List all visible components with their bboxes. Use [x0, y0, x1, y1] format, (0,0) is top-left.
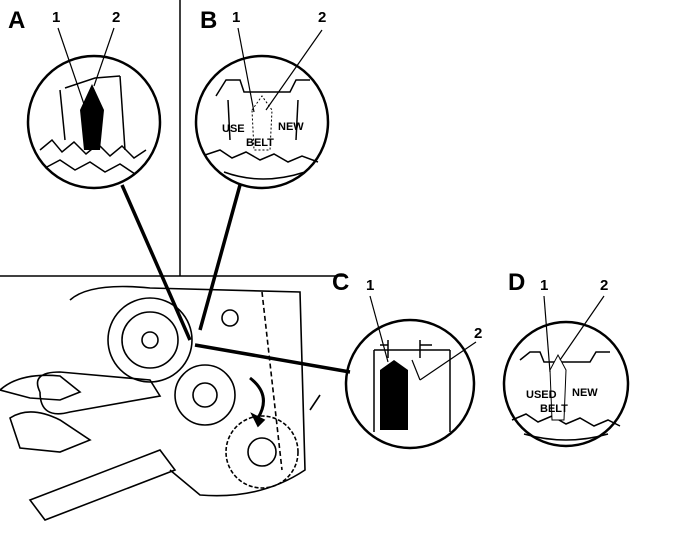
panel-b-text-belt: BELT	[246, 137, 274, 149]
upper-pulley-inner	[121, 311, 179, 369]
panel-b-label: B	[200, 7, 217, 34]
hand-lower	[9, 411, 92, 453]
panel-dividers	[0, 0, 345, 277]
panel-d-callout-1: 1	[540, 277, 548, 294]
panel-d-magnifier-circle	[502, 320, 630, 448]
panel-d-leader-1	[543, 295, 551, 373]
panel-c-pointer-mark	[380, 360, 408, 430]
panel-b-text-used: USE	[222, 123, 245, 135]
panel-d-callout-2: 2	[600, 277, 608, 294]
panel-d-pointer-mark	[549, 353, 567, 421]
panel-b-connector-line	[198, 184, 242, 331]
panel-c-magnifier-circle	[344, 318, 476, 450]
panel-a-pointer-mark	[80, 84, 104, 150]
panel-d-belt-detail	[511, 351, 621, 441]
panel-a-leader-2	[93, 27, 115, 87]
panel-c-leader-1	[369, 295, 389, 363]
panel-a-callout-1: 1	[52, 9, 60, 26]
panel-c-leader-2	[419, 341, 477, 381]
panel-b-callout-1: 1	[232, 9, 240, 26]
bolt-head	[221, 309, 239, 327]
tensioner-pulley	[174, 364, 236, 426]
hand-upper	[0, 374, 82, 401]
upper-pulley	[107, 297, 193, 383]
panel-c-connector-line	[194, 343, 351, 374]
panel-b: B 1 2 USE NEW BELT	[194, 7, 330, 331]
panel-d-label: D	[508, 269, 525, 296]
panel-a-label: A	[8, 7, 25, 34]
panel-d: D 1 2 USED NEW BELT	[502, 269, 630, 448]
panel-d-text-used: USED	[526, 389, 557, 401]
engine-block-outline	[69, 285, 306, 497]
tensioner-hub	[192, 382, 218, 408]
crank-sprocket	[225, 415, 299, 489]
panel-a-connector-line	[120, 184, 192, 341]
belt-edge-mark	[309, 394, 321, 411]
rotation-arrow	[249, 376, 265, 419]
engine-pulley-illustration	[0, 285, 321, 521]
panel-d-leader-2	[559, 295, 605, 361]
panel-b-callout-2: 2	[318, 9, 326, 26]
panel-d-text-belt: BELT	[540, 403, 568, 415]
panel-a: A 1 2	[8, 7, 192, 341]
panel-c-belt-detail	[373, 340, 451, 432]
panel-b-leader-2	[265, 29, 323, 111]
wrench-lower	[28, 449, 177, 521]
panel-c-label: C	[332, 269, 349, 296]
panel-c: C 1 2	[194, 269, 482, 450]
timing-belt-run	[261, 291, 283, 471]
panel-b-text-new: NEW	[278, 121, 304, 133]
rotation-arrow-head	[250, 412, 266, 428]
upper-pulley-hub	[141, 331, 159, 349]
panel-c-callout-2: 2	[474, 325, 482, 342]
wrench-upper	[36, 371, 162, 415]
panel-a-leader-1	[57, 27, 87, 111]
panel-b-belt-detail	[204, 79, 319, 180]
panel-d-text-new: NEW	[572, 387, 598, 399]
panel-c-callout-1: 1	[366, 277, 374, 294]
crank-sprocket-hub	[247, 437, 277, 467]
panel-b-leader-1	[237, 27, 255, 113]
panel-c-leader-2b	[411, 359, 421, 381]
panel-a-callout-2: 2	[112, 9, 120, 26]
